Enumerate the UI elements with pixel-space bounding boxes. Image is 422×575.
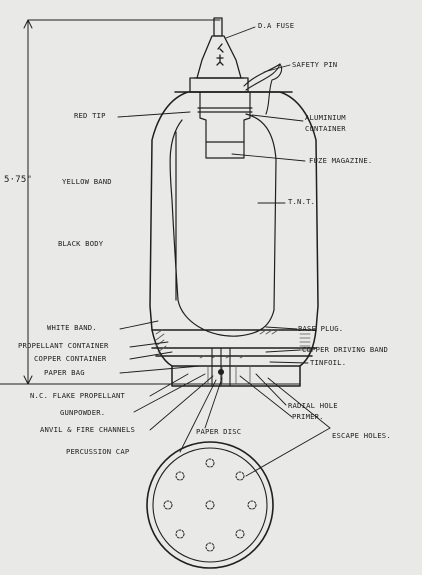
label-fuze-magazine: FUZE MAGAZINE. (309, 156, 373, 165)
label-yellow-band: YELLOW BAND (62, 177, 112, 186)
label-radial-hole: RADIAL HOLE (288, 401, 338, 410)
label-da-fuse: D.A FUSE (258, 21, 295, 30)
label-paper-disc: PAPER DISC (196, 427, 242, 436)
label-gunpowder: GUNPOWDER. (60, 408, 106, 417)
height-dimension-line (0, 19, 301, 385)
safety-pin-shape (243, 63, 283, 115)
label-aluminium-container: ALUMINIUM CONTAINER (305, 113, 346, 133)
label-tinfoil: TINFOIL. (310, 358, 347, 367)
fuze-magazine-shape (197, 91, 253, 159)
label-tnt: T.N.T. (288, 197, 316, 206)
label-escape-holes: ESCAPE HOLES. (332, 431, 391, 440)
label-black-body: BLACK BODY (58, 239, 104, 248)
label-primer: PRIMER. (292, 412, 324, 421)
tnt-filling-contour (169, 113, 277, 337)
dimension-label: 5·75" (4, 175, 33, 185)
label-red-tip: RED TIP (74, 111, 106, 120)
base-plate-end-view (146, 441, 274, 569)
label-percussion-cap: PERCUSSION CAP (66, 447, 130, 456)
base-hatching (155, 329, 311, 385)
escape-hole-circles (163, 458, 257, 552)
label-base-plug: BASE PLUG. (298, 324, 344, 333)
label-nc-flake-propellant: N.C. FLAKE PROPELLANT (30, 391, 126, 400)
label-paper-bag: PAPER BAG (44, 368, 85, 377)
shell-body-outline (149, 91, 319, 387)
leader-lines (117, 26, 331, 477)
da-fuse-shape (189, 17, 249, 93)
label-copper-driving-band: COPPER DRIVING BAND (302, 345, 389, 354)
label-anvil-fire-channels: ANVIL & FIRE CHANNELS (40, 425, 136, 434)
label-white-band: WHITE BAND. (47, 323, 97, 332)
label-copper-container: COPPER CONTAINER (34, 354, 107, 363)
label-propellant-container: PROPELLANT CONTAINER (18, 341, 109, 350)
label-safety-pin: SAFETY PIN (292, 60, 338, 69)
